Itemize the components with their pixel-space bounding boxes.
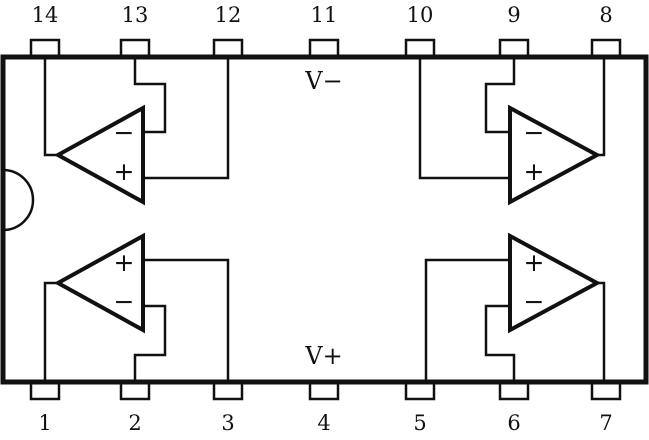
pin-4	[308, 380, 340, 401]
v-plus-label: V+	[304, 342, 342, 370]
pin-8	[590, 38, 622, 59]
pin-2	[119, 380, 151, 401]
internal-wiring	[43, 57, 606, 382]
pin-10	[404, 38, 436, 59]
opamp-bottom-left-noninverting-sign: +	[114, 248, 135, 277]
pin-7	[590, 380, 622, 401]
pin-13	[119, 38, 151, 59]
pin-5	[404, 380, 436, 401]
pin-7-label: 7	[599, 411, 612, 435]
opamp-top-right-inverting-sign: −	[524, 118, 545, 147]
pin-3	[212, 380, 244, 401]
pin-9-label: 9	[507, 3, 520, 27]
pin-1	[29, 380, 61, 401]
pin-3-label: 3	[221, 411, 234, 435]
input-signs: − + − + + − + −	[114, 118, 545, 316]
pin-5-label: 5	[413, 411, 426, 435]
pin-2-label: 2	[128, 411, 141, 435]
opamp-bottom-right	[508, 232, 602, 334]
opamp-top-left	[53, 104, 145, 206]
opamp-bottom-left-inverting-sign: −	[114, 287, 135, 316]
pin-11-label: 11	[311, 3, 338, 27]
pin-6-label: 6	[507, 411, 520, 435]
pin-12	[212, 38, 244, 59]
pin-12-label: 12	[215, 3, 242, 27]
opamp-top-left-noninverting-sign: +	[114, 157, 135, 186]
opamp-top-left-inverting-sign: −	[114, 118, 135, 147]
top-pins	[29, 38, 622, 59]
pin-8-label: 8	[599, 3, 612, 27]
opamp-top-right	[508, 104, 602, 206]
pin-13-label: 13	[122, 3, 149, 27]
top-pin-labels: 14 13 12 11 10 9 8	[32, 3, 613, 27]
v-minus-label: V−	[304, 67, 342, 95]
pin-4-label: 4	[317, 411, 330, 435]
opamp-top-right-noninverting-sign: +	[524, 157, 545, 186]
pin-6	[498, 380, 530, 401]
opamp-bottom-right-noninverting-sign: +	[524, 248, 545, 277]
orientation-notch	[2, 168, 35, 232]
ic-package-body	[0, 54, 649, 385]
bottom-pins	[29, 380, 622, 401]
pin-1-label: 1	[38, 411, 51, 435]
opamp-bottom-right-inverting-sign: −	[524, 287, 545, 316]
bottom-pin-labels: 1 2 3 4 5 6 7	[38, 411, 612, 435]
pin-9	[498, 38, 530, 59]
pin-11	[308, 38, 340, 59]
pin-14-label: 14	[32, 3, 59, 27]
pin-10-label: 10	[407, 3, 434, 27]
opamp-bottom-left	[53, 232, 145, 334]
pin-14	[29, 38, 61, 59]
